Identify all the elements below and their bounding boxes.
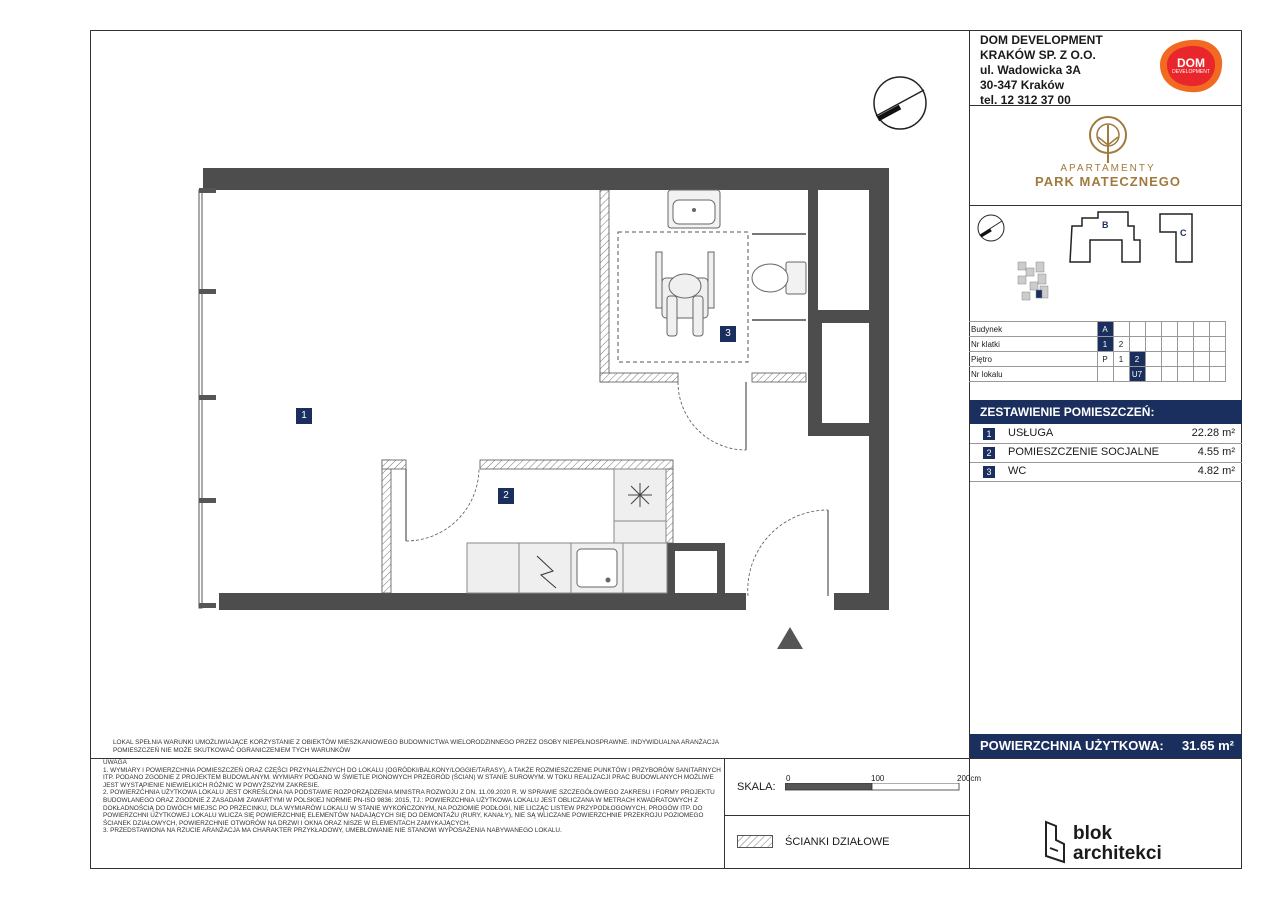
panel-divider bbox=[90, 758, 1242, 759]
room-number: 3 bbox=[983, 466, 995, 478]
wheelchair-turning-area bbox=[617, 231, 749, 363]
note-item: 1. WYMIARY I POWIERZCHNIA POMIESZCZEŃ OR… bbox=[103, 766, 721, 789]
panel-divider bbox=[969, 30, 970, 869]
room-number: 1 bbox=[983, 428, 995, 440]
blok-architekci-icon bbox=[1045, 820, 1065, 864]
note-item: 3. PRZEDSTAWIONA NA RZUCIE ARANŻACJA MA … bbox=[103, 827, 562, 835]
cell: 1 bbox=[1096, 336, 1114, 352]
company-name-2: KRAKÓW SP. Z O.O. bbox=[980, 48, 1096, 62]
entrance-icon bbox=[777, 627, 803, 649]
room-tag: 2 bbox=[498, 488, 514, 504]
table-row: Nr klatki 1 2 bbox=[969, 336, 1226, 352]
row-label: Budynek bbox=[969, 321, 1098, 337]
scale-tick: 100 bbox=[871, 774, 885, 783]
notes-title: UWAGA bbox=[103, 759, 127, 766]
wheelchair-icon bbox=[655, 251, 715, 337]
panel-divider bbox=[969, 105, 1242, 106]
location-table: Budynek A Nr klatki 1 2 Piętro P 1 2 Nr … bbox=[969, 321, 1226, 382]
sink-icon bbox=[576, 548, 618, 588]
door-swings bbox=[405, 381, 829, 597]
scale-bar bbox=[785, 783, 960, 791]
dom-development-logo: DOM DEVELOPMENT bbox=[1158, 38, 1224, 94]
project-logo: APARTAMENTY PARK MATECZNEGO bbox=[1000, 113, 1216, 189]
room-area: 4.55 m² bbox=[1197, 446, 1235, 458]
building-b-label: B bbox=[1102, 220, 1109, 230]
washbasin-icon bbox=[667, 189, 721, 229]
cell: 2 bbox=[1128, 351, 1146, 367]
scale-label: SKALA: bbox=[737, 781, 776, 793]
room-name: WC bbox=[1008, 465, 1027, 477]
building-c-outline bbox=[1159, 213, 1193, 263]
row-label: Piętro bbox=[969, 351, 1098, 367]
cell bbox=[1096, 366, 1114, 382]
scale-tick: 0 bbox=[786, 774, 791, 783]
key-plan bbox=[977, 211, 1193, 301]
project-line2: PARK MATECZNEGO bbox=[1035, 174, 1181, 189]
table-row: Piętro P 1 2 bbox=[969, 351, 1226, 367]
north-arrow-small-icon bbox=[977, 214, 1005, 242]
total-area-value: 31.65 m² bbox=[1181, 738, 1234, 753]
cell: A bbox=[1096, 321, 1114, 337]
room-row: 1 USŁUGA 22.28 m² bbox=[970, 424, 1242, 444]
room-tag: 3 bbox=[720, 326, 736, 342]
cell: 1 bbox=[1112, 351, 1130, 367]
architect-logo-text: blok architekci bbox=[1073, 824, 1162, 864]
accessibility-note: LOKAL SPEŁNIA WARUNKI UMOŻLIWIAJĄCE KORZ… bbox=[113, 739, 719, 754]
architect-line1: blok bbox=[1073, 823, 1113, 844]
company-city: 30-347 Kraków bbox=[980, 78, 1065, 92]
company-name: DOM DEVELOPMENT bbox=[980, 33, 1103, 47]
cell: U7 bbox=[1128, 366, 1146, 382]
panel-divider bbox=[969, 205, 1242, 206]
total-area-bar: POWIERZCHNIA UŻYTKOWA: 31.65 m² bbox=[970, 734, 1242, 758]
rooms-title: ZESTAWIENIE POMIESZCZEŃ: bbox=[970, 400, 1242, 424]
table-row: Nr lokalu U7 bbox=[969, 366, 1226, 382]
company-phone: tel. 12 312 37 00 bbox=[980, 93, 1071, 107]
project-line1: APARTAMENTY bbox=[1060, 163, 1156, 174]
window-left bbox=[198, 188, 216, 609]
cell: 2 bbox=[1112, 336, 1130, 352]
note-item: 2. POWIERZCHNIA UŻYTKOWA LOKALU JEST OKR… bbox=[103, 789, 715, 827]
stove-icon bbox=[628, 483, 652, 507]
sheet-frame bbox=[90, 30, 1242, 869]
panel-divider bbox=[724, 758, 725, 869]
grab-bars bbox=[752, 233, 806, 321]
company-street: ul. Wadowicka 3A bbox=[980, 63, 1081, 77]
building-b-outline bbox=[1069, 211, 1141, 263]
scale-tick: 200cm bbox=[957, 774, 982, 783]
total-area-label: POWIERZCHNIA UŻYTKOWA: bbox=[980, 738, 1164, 753]
architect-line2: architekci bbox=[1073, 843, 1162, 864]
floor-plan bbox=[198, 76, 927, 649]
building-c-label: C bbox=[1180, 228, 1187, 238]
room-area: 22.28 m² bbox=[1191, 427, 1235, 439]
site-map-thumbnail bbox=[1017, 261, 1049, 301]
cell bbox=[1112, 366, 1130, 382]
room-number: 2 bbox=[983, 447, 995, 459]
kitchen-counter bbox=[466, 468, 668, 594]
door-leaves bbox=[405, 382, 829, 596]
room-row: 2 POMIESZCZENIE SOCJALNE 4.55 m² bbox=[970, 443, 1242, 463]
notes-block: UWAGA 1. WYMIARY I POWIERZCHNIA POMIESZC… bbox=[103, 759, 723, 835]
room-name: POMIESZCZENIE SOCJALNE bbox=[1008, 446, 1159, 458]
room-tag: 1 bbox=[296, 408, 312, 424]
company-info: DOM DEVELOPMENT KRAKÓW SP. Z O.O. ul. Wa… bbox=[980, 33, 1103, 108]
fridge-icon bbox=[536, 555, 557, 589]
table-row: Budynek A bbox=[969, 321, 1226, 337]
cell: P bbox=[1096, 351, 1114, 367]
row-label: Nr lokalu bbox=[969, 366, 1098, 382]
legend-label: ŚCIANKI DZIAŁOWE bbox=[785, 836, 890, 848]
north-arrow-icon bbox=[873, 76, 927, 130]
row-label: Nr klatki bbox=[969, 336, 1098, 352]
hatch-legend-icon bbox=[737, 835, 773, 848]
structural-walls bbox=[203, 168, 889, 610]
panel-divider bbox=[724, 815, 969, 816]
room-area: 4.82 m² bbox=[1197, 465, 1235, 477]
tree-icon bbox=[1089, 116, 1127, 163]
partition-walls bbox=[381, 189, 807, 594]
toilet-icon bbox=[751, 261, 807, 295]
room-row: 3 WC 4.82 m² bbox=[970, 462, 1242, 482]
room-name: USŁUGA bbox=[1008, 427, 1054, 439]
